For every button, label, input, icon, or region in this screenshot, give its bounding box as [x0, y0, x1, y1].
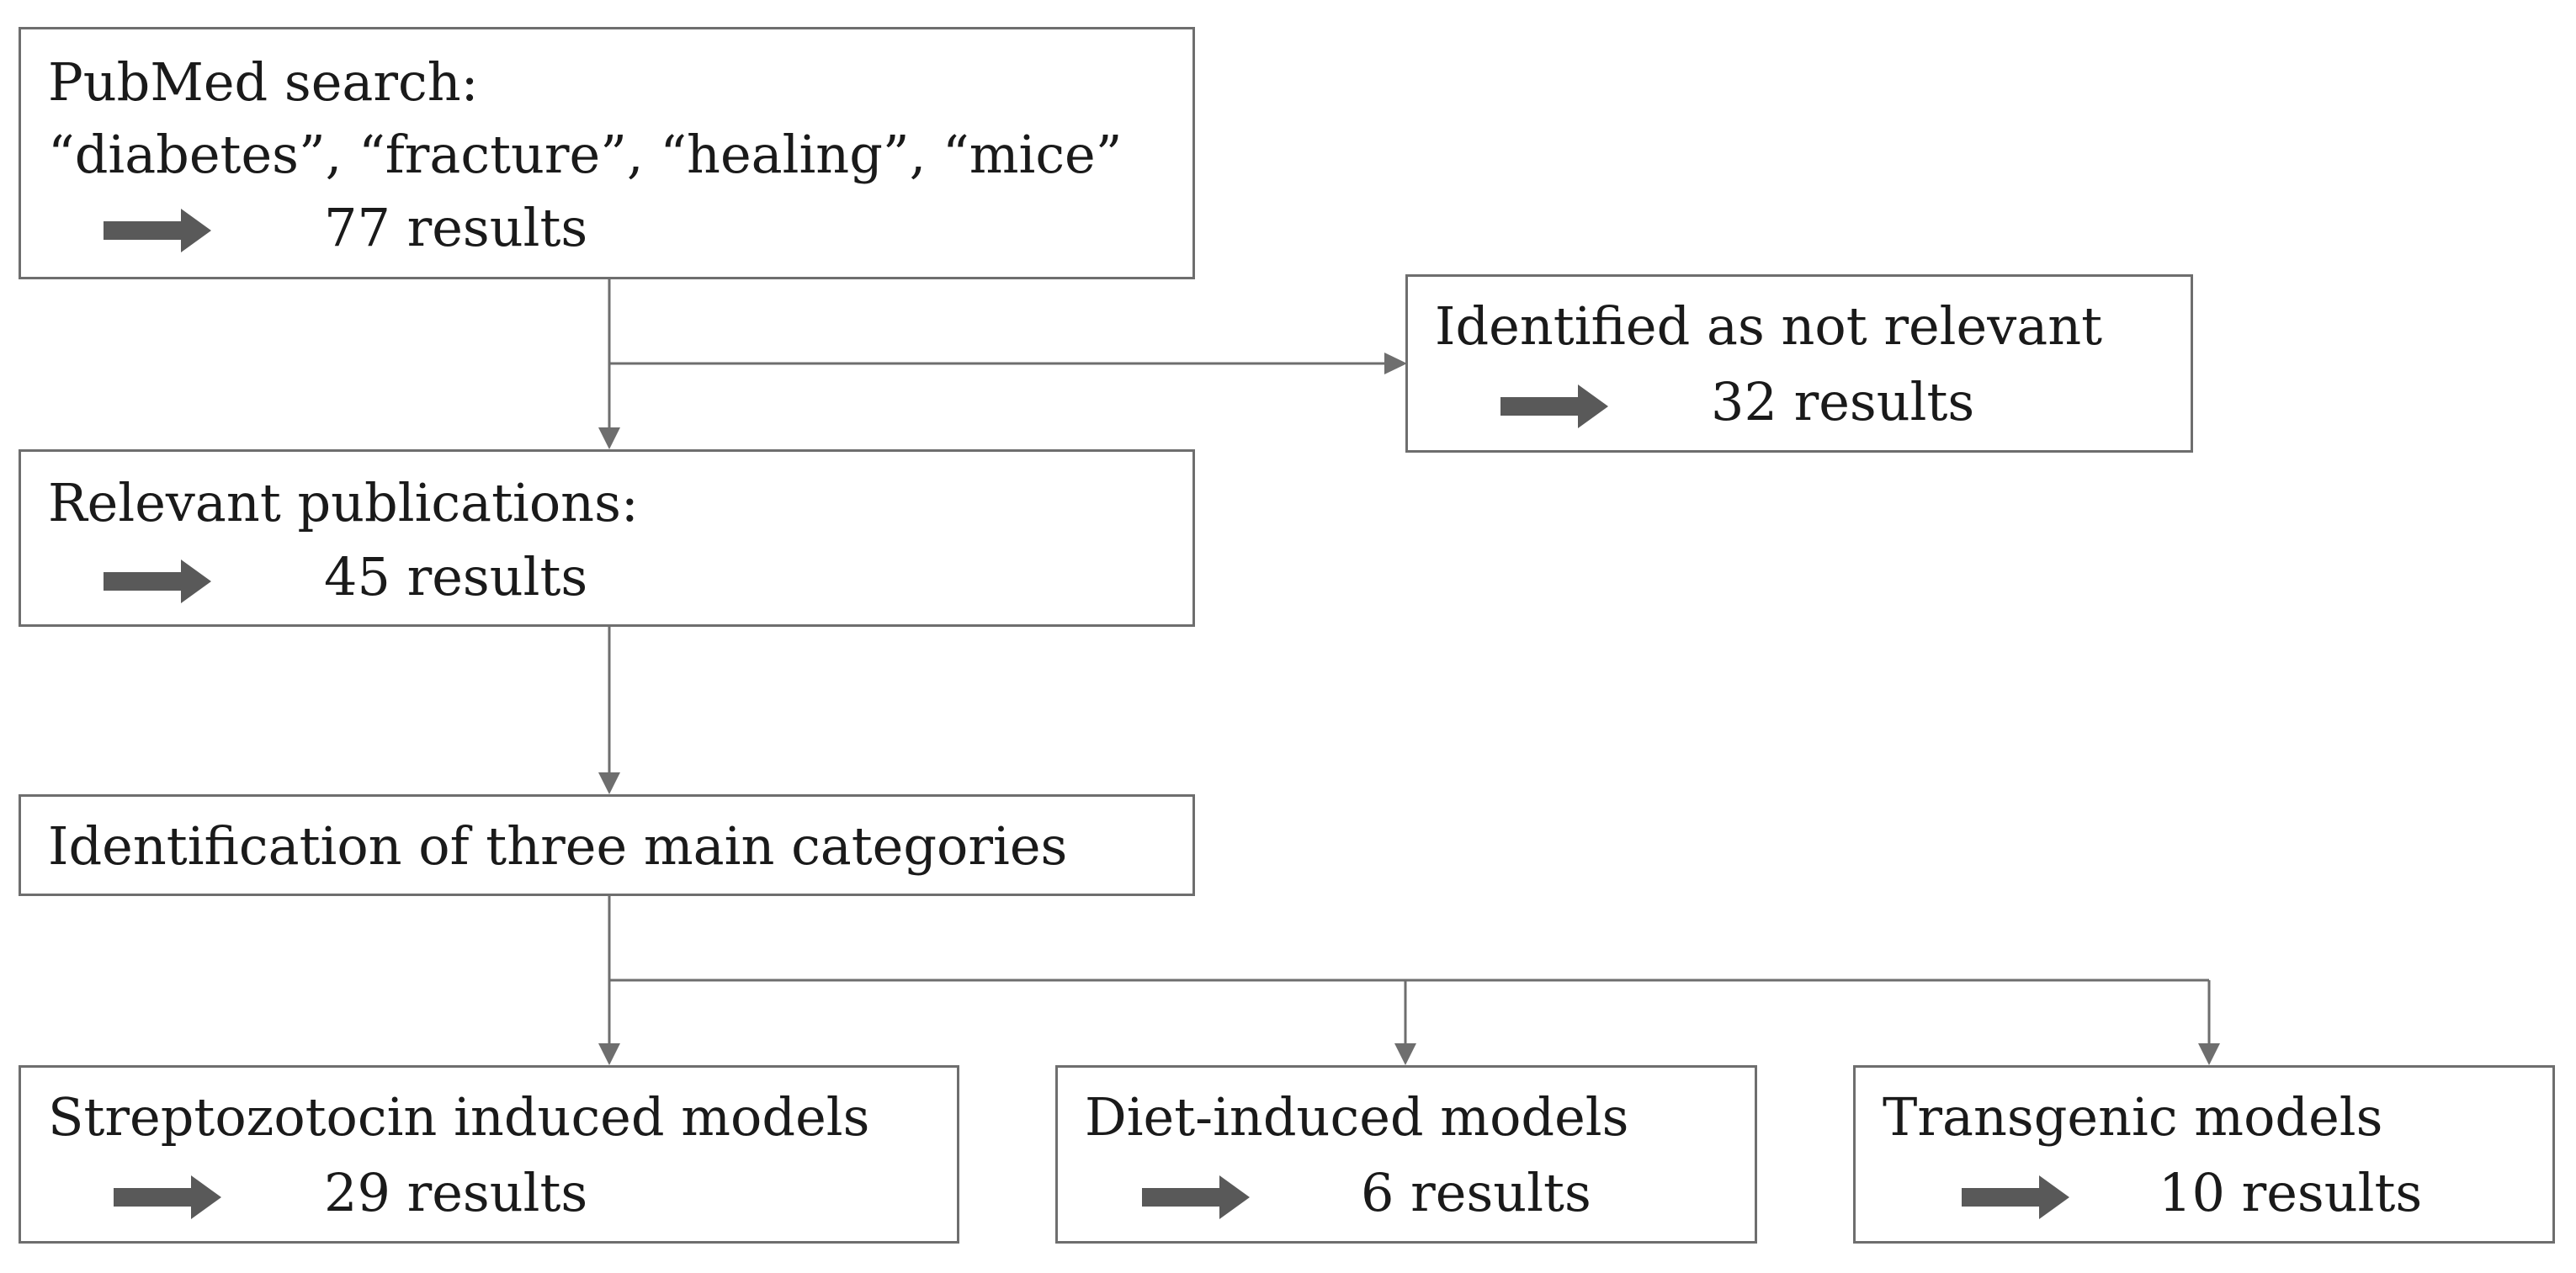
search-terms: “diabetes”, “fracture”, “healing”, “mice…: [48, 124, 1123, 185]
arrowhead-stz: [598, 1043, 620, 1065]
categories-node: Identification of three main categories: [19, 794, 1195, 896]
result-arrow-icon: [104, 209, 211, 252]
categories-label: Identification of three main categories: [48, 815, 1068, 877]
not-relevant-count: 32 results: [1711, 371, 1975, 432]
transgenic-label: Transgenic models: [1883, 1086, 2383, 1148]
stz-count: 29 results: [324, 1162, 588, 1223]
arrowhead-relevant: [598, 427, 620, 449]
stz-label: Streptozotocin induced models: [48, 1086, 870, 1148]
arrowhead-diet: [1394, 1043, 1416, 1065]
search-title: PubMed search:: [48, 51, 479, 113]
arrowhead-transgenic: [2198, 1043, 2220, 1065]
relevant-count: 45 results: [324, 546, 588, 607]
search-count: 77 results: [324, 197, 588, 258]
relevant-label: Relevant publications:: [48, 472, 639, 533]
result-arrow-icon: [1500, 385, 1608, 428]
stz-node: Streptozotocin induced models 29 results: [19, 1065, 959, 1244]
result-arrow-icon: [114, 1175, 221, 1219]
diet-node: Diet-induced models 6 results: [1055, 1065, 1757, 1244]
arrowhead-not-relevant: [1384, 353, 1407, 374]
not-relevant-label: Identified as not relevant: [1435, 295, 2103, 357]
search-node: PubMed search: “diabetes”, “fracture”, “…: [19, 27, 1195, 279]
transgenic-count: 10 results: [2159, 1162, 2423, 1223]
relevant-node: Relevant publications: 45 results: [19, 449, 1195, 627]
result-arrow-icon: [1142, 1175, 1250, 1219]
diet-label: Diet-induced models: [1085, 1086, 1629, 1148]
arrowhead-categories: [598, 772, 620, 794]
result-arrow-icon: [1962, 1175, 2069, 1219]
transgenic-node: Transgenic models 10 results: [1853, 1065, 2555, 1244]
diet-count: 6 results: [1361, 1162, 1591, 1223]
not-relevant-node: Identified as not relevant 32 results: [1405, 274, 2193, 453]
result-arrow-icon: [104, 560, 211, 603]
